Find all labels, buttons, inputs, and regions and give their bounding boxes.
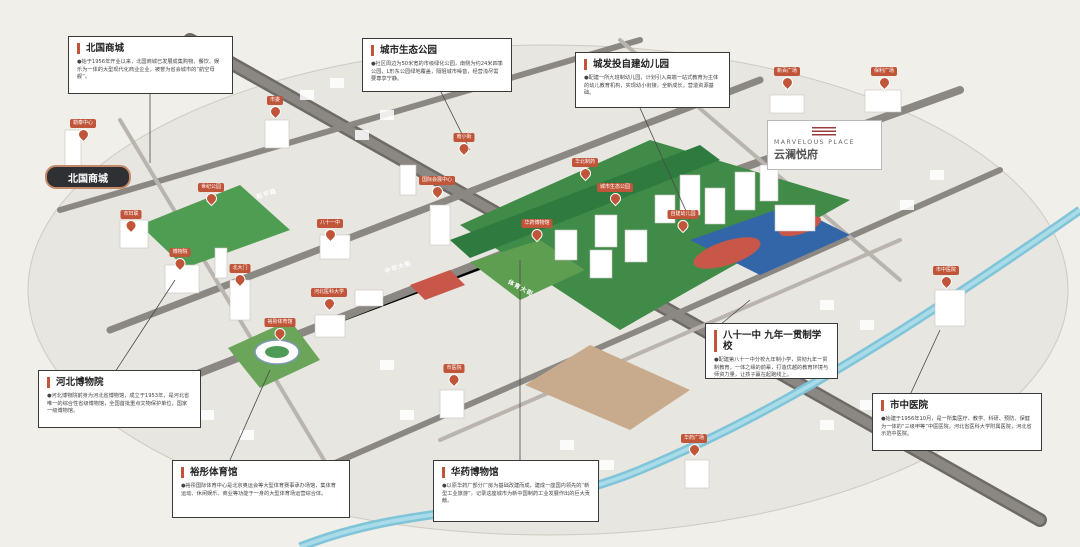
card-title: 八十一中 九年一贯制学校 bbox=[714, 330, 829, 352]
location-pin-icon bbox=[607, 190, 623, 207]
pin-label: 保利广场 bbox=[870, 67, 898, 76]
location-pin-icon bbox=[172, 255, 188, 272]
pin-label: 南小街 bbox=[453, 133, 475, 142]
location-pin-icon bbox=[322, 226, 338, 243]
card-text: ●以原华药厂部分厂房为基础改建而成，建成一座国内领先的“新型工业旅游”，记录这座… bbox=[442, 483, 590, 505]
project-logo: MARVELOUS PLACE 云澜悦府 bbox=[767, 120, 882, 170]
highlight-label-beiguo[interactable]: 北国商城 bbox=[45, 165, 131, 189]
logo-mark-icon bbox=[812, 127, 836, 136]
map-pin[interactable]: 保利广场 bbox=[870, 67, 898, 91]
pin-label: 世纪公园 bbox=[197, 183, 225, 192]
pin-label: 勒泰中心 bbox=[69, 119, 97, 128]
pin-label: 自建幼儿园 bbox=[667, 210, 699, 219]
info-card-pharma-museum: 华药博物馆 ●以原华药厂部分厂房为基础改建而成，建成一座国内领先的“新型工业旅游… bbox=[433, 460, 599, 522]
pin-label: 华药广场 bbox=[680, 434, 708, 443]
map-pin[interactable]: 北大门 bbox=[229, 264, 251, 288]
location-pin-icon bbox=[429, 183, 445, 200]
map-pin[interactable]: 华药博物馆 bbox=[521, 219, 553, 243]
location-pin-icon bbox=[779, 74, 795, 91]
pin-label: 新百广场 bbox=[773, 67, 801, 76]
card-title: 市中医院 bbox=[881, 400, 1033, 411]
card-title: 城发投自建幼儿园 bbox=[584, 59, 721, 70]
info-card-park: 城市生态公园 ●社区周边为50米宽的市级绿化公园，南侧为约24米四季公园，L形东… bbox=[362, 38, 512, 92]
location-pin-icon bbox=[686, 441, 702, 458]
location-pin-icon bbox=[75, 126, 91, 143]
location-pin-icon bbox=[446, 371, 462, 388]
pin-label: 国际会展中心 bbox=[418, 176, 456, 185]
north-park-strip bbox=[450, 145, 720, 258]
map-pin[interactable]: 新百广场 bbox=[773, 67, 801, 91]
logo-english: MARVELOUS PLACE bbox=[774, 139, 855, 146]
location-pin-icon bbox=[267, 103, 283, 120]
card-text: ●裕彤国际体育中心是北京奥运会等大型体育赛事承办场馆，集体育运动、休闲娱乐、商业… bbox=[181, 483, 336, 497]
location-pin-icon bbox=[876, 74, 892, 91]
map-pin[interactable]: 市妇联 bbox=[120, 210, 142, 234]
map-pin[interactable]: 博物院 bbox=[169, 248, 191, 272]
pin-label: 城市生态公园 bbox=[596, 183, 634, 192]
location-pin-icon bbox=[321, 295, 337, 312]
location-pin-icon bbox=[938, 273, 954, 290]
future-plot bbox=[525, 345, 690, 430]
card-text: ●始于1956年开业以来，北国商城已发展成集购物、餐饮、娱乐为一体的大型现代化商… bbox=[77, 59, 220, 81]
map-pin[interactable]: 世纪公园 bbox=[197, 183, 225, 207]
location-pin-icon bbox=[675, 217, 691, 234]
card-title: 华药博物馆 bbox=[442, 467, 590, 478]
logo-chinese: 云澜悦府 bbox=[774, 148, 818, 161]
pin-label: 华北制药 bbox=[571, 158, 599, 167]
map-pin[interactable]: 南小街 bbox=[453, 133, 475, 157]
pin-label: 市妇联 bbox=[120, 210, 142, 219]
card-text: ●配建第八十一中分校九年制小学，贯彻九年一贯制教育，一体之缘的前辈，打造优越的教… bbox=[714, 357, 829, 379]
card-text: ●配建一所九班制幼儿园，计划引入高端一站式教育为主体的幼儿教育机构，实现幼小衔接… bbox=[584, 75, 719, 97]
map-pin[interactable]: 河北医科大学 bbox=[310, 288, 348, 312]
info-card-museum: 河北博物院 ●河北博物院前身为河北省博物馆，成立于1953年，是河北省唯一的综合… bbox=[38, 370, 201, 428]
card-title: 城市生态公园 bbox=[371, 45, 503, 56]
pin-label: 市医院 bbox=[443, 364, 465, 373]
location-pin-icon bbox=[232, 271, 248, 288]
info-card-gym: 裕彤体育馆 ●裕彤国际体育中心是北京奥运会等大型体育赛事承办场馆，集体育运动、休… bbox=[172, 460, 350, 518]
card-text: ●始建于1956年10月，是一所集医疗、教学、科研、预防、保健为一体的“三级甲等… bbox=[881, 416, 1032, 438]
map-pin[interactable]: 市中医院 bbox=[932, 266, 960, 290]
location-pin-icon bbox=[577, 165, 593, 182]
pin-label: 裕彤体育馆 bbox=[264, 318, 296, 327]
map-pin[interactable]: 勒泰中心 bbox=[69, 119, 97, 143]
pin-label: 市中医院 bbox=[932, 266, 960, 275]
map-pin[interactable]: 华北制药 bbox=[571, 158, 599, 182]
map-pin[interactable]: 市委 bbox=[266, 96, 284, 120]
card-title: 河北博物院 bbox=[47, 377, 192, 388]
pin-label: 河北医科大学 bbox=[310, 288, 348, 297]
card-text: ●河北博物院前身为河北省博物馆，成立于1953年，是河北省唯一的综合性省级博物馆… bbox=[47, 393, 190, 415]
info-card-school: 八十一中 九年一贯制学校 ●配建第八十一中分校九年制小学，贯彻九年一贯制教育，一… bbox=[705, 323, 838, 379]
map-pin[interactable]: 市医院 bbox=[443, 364, 465, 388]
map-pin[interactable]: 八十一中 bbox=[316, 219, 344, 243]
location-pin-icon bbox=[456, 140, 472, 157]
info-card-kindergarten: 城发投自建幼儿园 ●配建一所九班制幼儿园，计划引入高端一站式教育为主体的幼儿教育… bbox=[575, 52, 730, 108]
map-pin[interactable]: 华药广场 bbox=[680, 434, 708, 458]
map-pin[interactable]: 裕彤体育馆 bbox=[264, 318, 296, 342]
map-pin[interactable]: 国际会展中心 bbox=[418, 176, 456, 200]
info-card-hospital: 市中医院 ●始建于1956年10月，是一所集医疗、教学、科研、预防、保健为一体的… bbox=[872, 393, 1042, 451]
card-text: ●社区周边为50米宽的市级绿化公园，南侧为约24米四季公园，L形东公园绿地覆盖，… bbox=[371, 61, 503, 83]
info-card-beiguo: 北国商城 ●始于1956年开业以来，北国商城已发展成集购物、餐饮、娱乐为一体的大… bbox=[68, 36, 233, 94]
location-pin-icon bbox=[272, 325, 288, 342]
pin-label: 北大门 bbox=[229, 264, 251, 273]
pin-label: 八十一中 bbox=[316, 219, 344, 228]
pin-label: 华药博物馆 bbox=[521, 219, 553, 228]
card-title: 裕彤体育馆 bbox=[181, 467, 341, 478]
card-title: 北国商城 bbox=[77, 43, 224, 54]
world-park bbox=[140, 185, 290, 268]
map-pin[interactable]: 自建幼儿园 bbox=[667, 210, 699, 234]
map-pin[interactable]: 城市生态公园 bbox=[596, 183, 634, 207]
pin-label: 市委 bbox=[266, 96, 284, 105]
pin-label: 博物院 bbox=[169, 248, 191, 257]
location-pin-icon bbox=[123, 217, 139, 234]
location-pin-icon bbox=[203, 190, 219, 207]
location-pin-icon bbox=[529, 226, 545, 243]
